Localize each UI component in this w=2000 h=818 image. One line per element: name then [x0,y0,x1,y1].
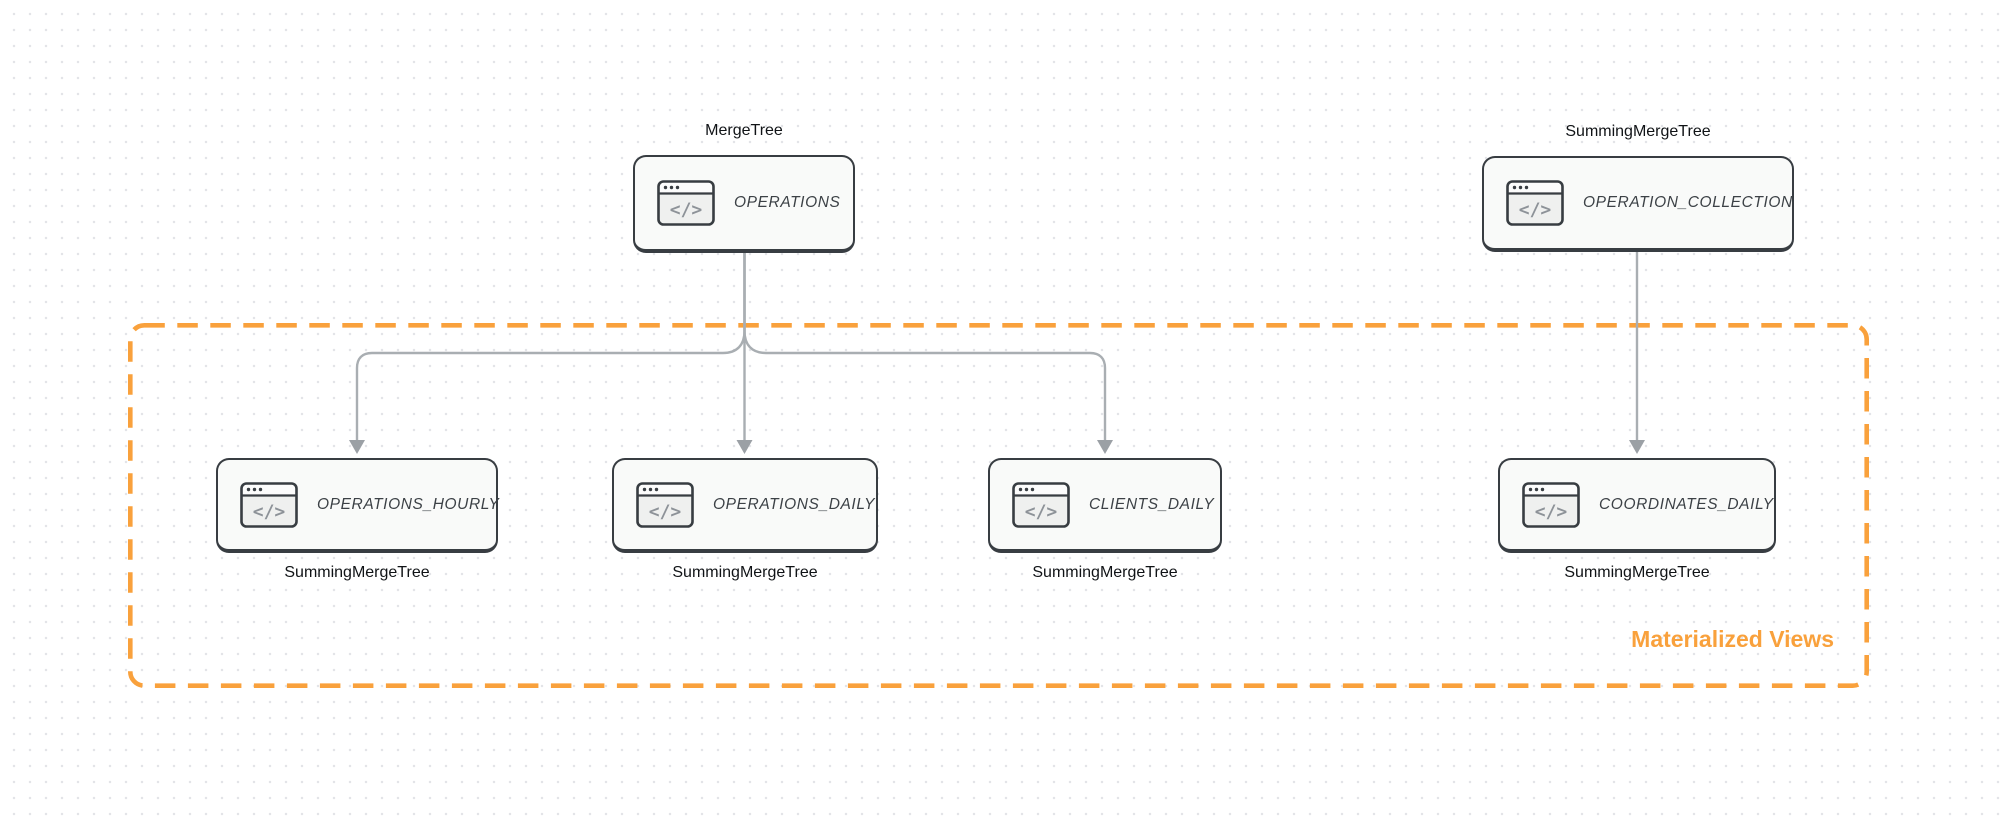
code-window-icon: </> [1012,481,1070,528]
svg-text:</>: </> [1535,501,1568,522]
code-window-icon: </> [1522,481,1580,528]
node-operations: </> OPERATIONS [633,155,855,253]
node-title: CLIENTS_DAILY [1089,495,1215,513]
materialized-views-group-label: Materialized Views [1631,626,1834,652]
node-title: COORDINATES_DAILY [1599,495,1774,513]
svg-text:</>: </> [649,501,682,522]
node-clients-daily: </> CLIENTS_DAILY [988,458,1222,553]
node-operation-collection: </> OPERATION_COLLECTION [1482,156,1794,252]
code-window-icon: </> [240,481,298,528]
materialized-views-group-border [128,322,1870,688]
code-window-icon: </> [636,481,694,528]
engine-label-coordinates-daily: SummingMergeTree [1564,564,1710,581]
edge-operation-collection-to-coordinates-daily [1629,252,1645,454]
node-title: OPERATIONS [734,194,841,211]
svg-text:</>: </> [1025,501,1058,522]
svg-text:</>: </> [253,501,286,522]
arrowhead-icon [1629,440,1645,454]
svg-text:</>: </> [670,200,703,221]
code-window-icon: </> [1506,180,1564,226]
edge-operations-to-operations-hourly [349,253,746,454]
node-title: OPERATION_COLLECTION [1583,194,1793,211]
node-operations-hourly: </> OPERATIONS_HOURLY [216,458,500,553]
svg-text:</>: </> [1519,200,1552,221]
engine-label-clients-daily: SummingMergeTree [1032,564,1178,581]
engine-label-operations: MergeTree [705,122,783,139]
engine-label-operations-daily: SummingMergeTree [672,564,818,581]
engine-label-operations-hourly: SummingMergeTree [284,564,430,581]
node-coordinates-daily: </> COORDINATES_DAILY [1498,458,1776,553]
arrowhead-icon [1097,440,1113,454]
node-operations-daily: </> OPERATIONS_DAILY [612,458,878,553]
arrowhead-icon [349,440,365,454]
node-title: OPERATIONS_HOURLY [317,495,500,513]
engine-label-operation-collection: SummingMergeTree [1565,123,1711,140]
arrowhead-icon [736,440,753,454]
edge-operations-to-clients-daily [743,253,1113,454]
node-title: OPERATIONS_DAILY [713,495,876,513]
code-window-icon: </> [657,180,715,226]
